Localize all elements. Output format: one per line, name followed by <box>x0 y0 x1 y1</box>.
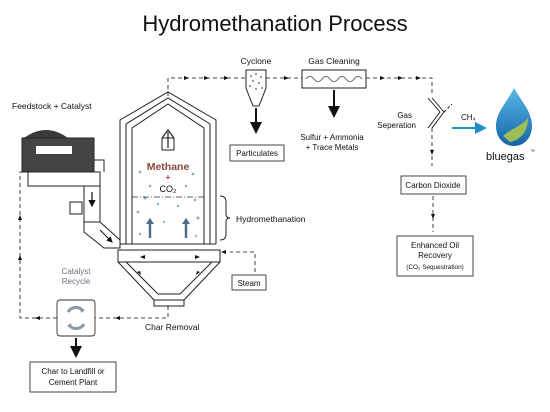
brand-wordmark: bluegas <box>486 151 525 163</box>
catalyst-recycle-box <box>56 299 96 337</box>
landfill-label-2: Cement Plant <box>49 378 98 387</box>
ch4-label: CH₄ <box>461 113 476 122</box>
catalyst-recycle-label-1: Catalyst <box>62 267 92 276</box>
methane-plus: + <box>166 173 171 182</box>
sulfur-label-1: Sulfur + Ammonia <box>300 133 364 142</box>
landfill-label-1: Char to Landfill or <box>41 367 104 376</box>
flame-droplet-logo <box>496 88 532 146</box>
eor-box <box>396 235 474 277</box>
gas-separation-label-2: Seperation <box>377 121 416 130</box>
sulfur-label-2: + Trace Metals <box>306 143 359 152</box>
steam-line <box>230 251 256 272</box>
steam-box <box>231 274 267 291</box>
recycle-arrowheads <box>67 307 85 329</box>
char-removal-label: Char Removal <box>145 322 199 332</box>
brand-trademark: ™ <box>530 149 535 155</box>
gasifier-vessel <box>119 91 217 245</box>
catalyst-recycle-label-2: Recycle <box>62 277 91 286</box>
recycle-loop-line <box>19 171 57 319</box>
up-arrow-icon <box>161 129 175 148</box>
hopper-arrows <box>137 255 200 275</box>
page-title: Hydromethanation Process <box>142 11 407 36</box>
eor-line-arrowhead <box>431 214 435 219</box>
co2-in-vessel-label: CO₂ <box>160 184 178 194</box>
feedstock-label: Feedstock + Catalyst <box>12 101 92 111</box>
eor-label-2: Recovery <box>418 251 452 260</box>
gas-cleaning-label: Gas Cleaning <box>308 56 360 66</box>
char-line-arrowhead <box>115 316 120 320</box>
carbon-dioxide-label: Carbon Dioxide <box>405 181 461 190</box>
particulates-box <box>229 144 285 162</box>
bed-arrows <box>146 218 190 238</box>
char-line <box>95 306 169 319</box>
landfill-box <box>29 361 117 393</box>
hydromethanation-brace <box>219 195 231 241</box>
gas-cleaning-unit <box>301 69 367 89</box>
top-gas-line <box>167 77 433 96</box>
steam-label: Steam <box>237 279 260 288</box>
cyclone-label: Cyclone <box>241 56 272 66</box>
up-arrow-icon-body <box>161 137 175 151</box>
gas-separation-unit <box>427 97 453 129</box>
carbon-dioxide-box <box>400 175 467 195</box>
hydromethanation-label: Hydromethanation <box>236 214 306 224</box>
feedstock-hopper <box>21 130 121 249</box>
gas-separation-label-1: Gas <box>397 111 412 120</box>
cyclone <box>245 69 267 107</box>
eor-label-3: (CO₂ Sequestration) <box>406 264 464 271</box>
steam-arrowhead <box>221 250 226 254</box>
methane-label: Methane <box>147 161 190 173</box>
top-line-arrowheads <box>184 76 421 80</box>
eor-label-1: Enhanced Oil <box>411 241 459 250</box>
co2-line-arrowhead <box>430 150 434 155</box>
char-hopper <box>117 249 221 307</box>
particulates-label: Particulates <box>236 149 278 158</box>
recycle-arrowheads-loop <box>18 215 40 320</box>
